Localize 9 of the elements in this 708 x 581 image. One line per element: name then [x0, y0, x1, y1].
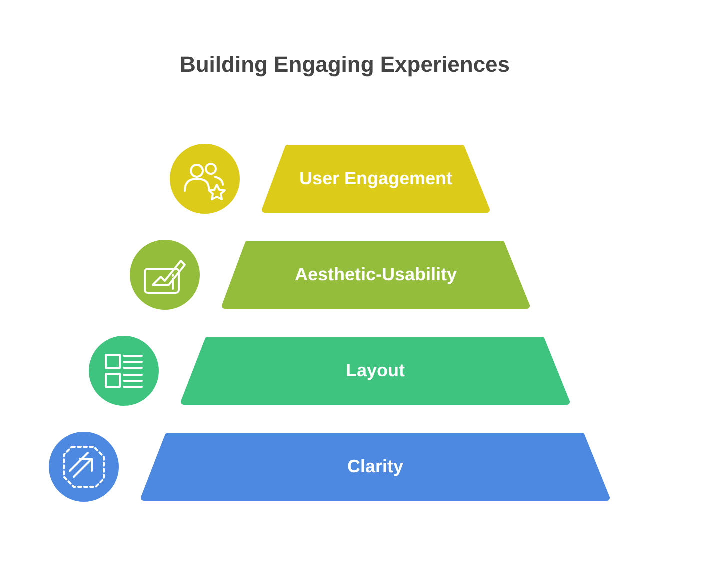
pyramid-tier [262, 145, 490, 213]
tier-label: Aesthetic-Usability [294, 264, 458, 286]
pyramid-tier [181, 337, 570, 405]
tier-label: Layout [346, 360, 405, 382]
pyramid-tier [222, 241, 530, 309]
tier-label: Clarity [347, 456, 404, 478]
diagram-title: Building Engaging Experiences [178, 52, 512, 78]
pyramid-tier [141, 433, 610, 501]
tier-label: User Engagement [299, 168, 453, 190]
